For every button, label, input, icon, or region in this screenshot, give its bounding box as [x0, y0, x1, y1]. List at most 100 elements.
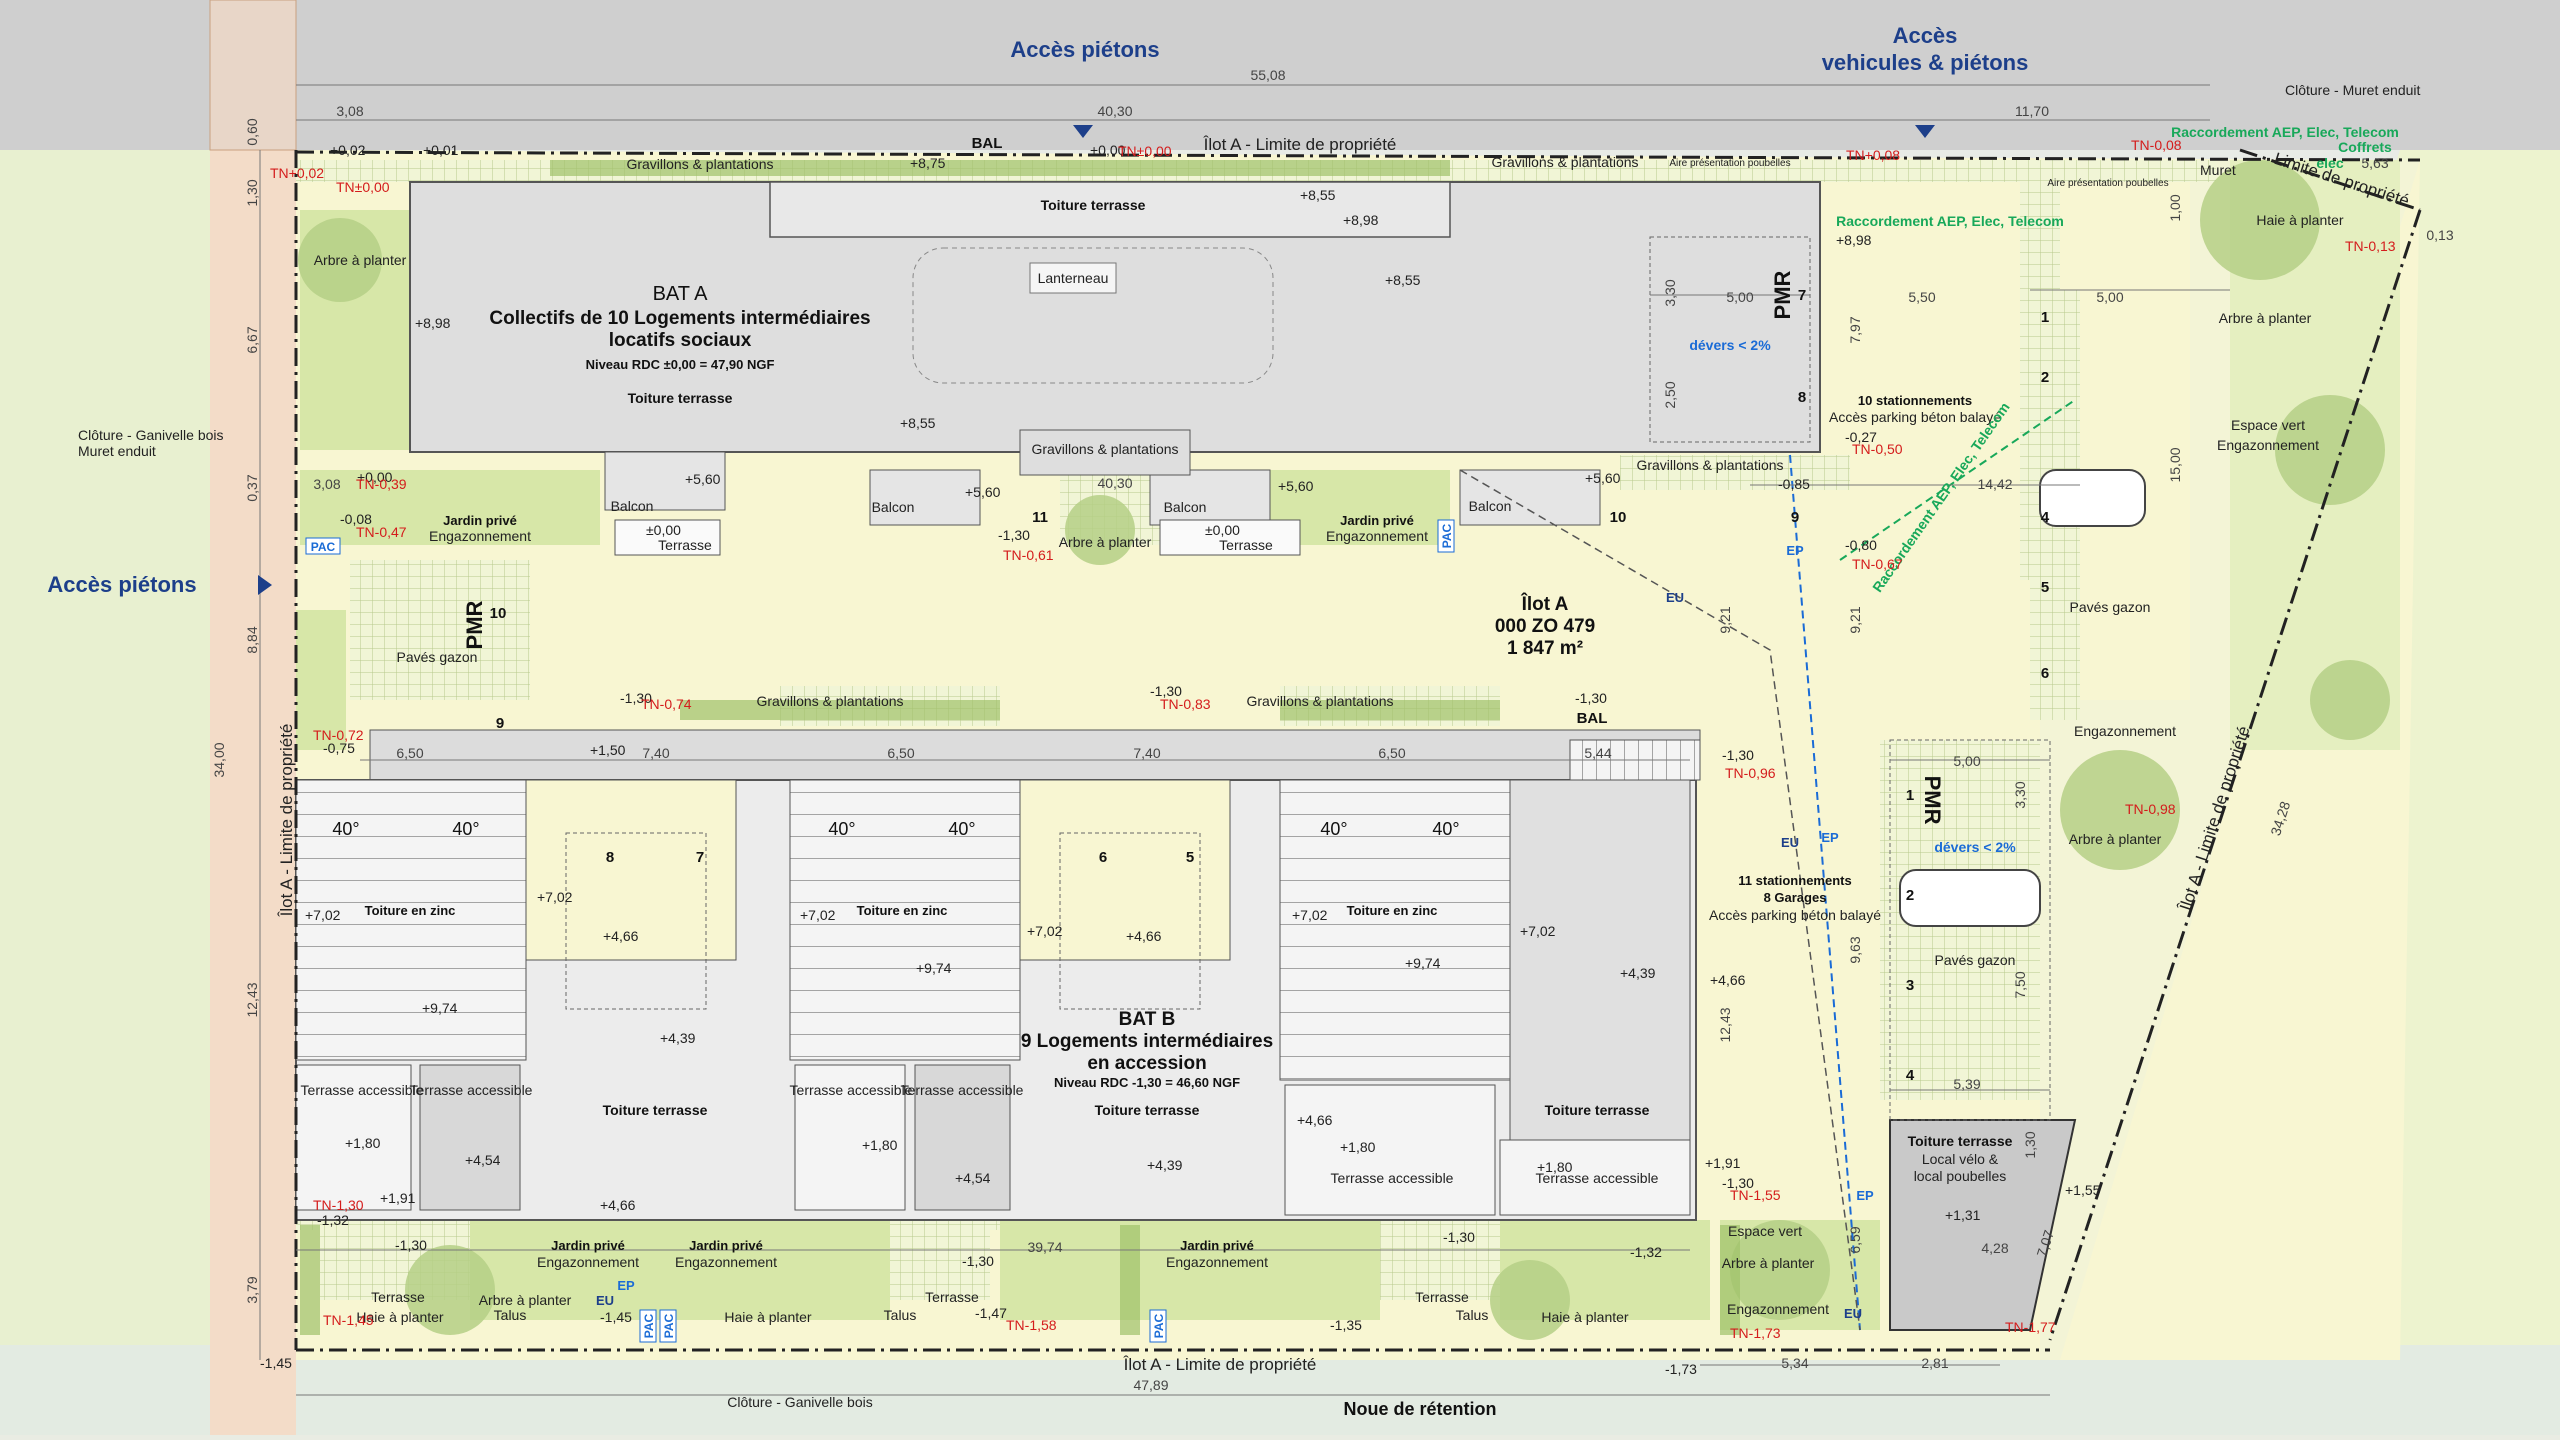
lvl-l46: +1,80 — [1340, 1139, 1376, 1155]
dim-p15: 5,34 — [1781, 1355, 1808, 1371]
lvl-l65: -0,75 — [323, 740, 355, 756]
terrasse-acc-4 — [914, 1064, 1011, 1211]
lvl-l6: +8,98 — [1343, 212, 1379, 228]
angle-3: 40° — [828, 819, 855, 839]
local-2: Local vélo & — [1922, 1151, 1999, 1167]
lvl-l30: +7,02 — [800, 907, 836, 923]
balcon-3-label: Balcon — [1164, 499, 1207, 515]
tn-4: TN+0,08 — [1846, 147, 1900, 163]
lvl-l28: +7,02 — [305, 907, 341, 923]
angle-1: 40° — [332, 819, 359, 839]
eu-3: EU — [1844, 1306, 1862, 1321]
dim-p5: 5,00 — [1953, 753, 1980, 769]
fence-bottom: Clôture - Ganivelle bois — [727, 1394, 873, 1410]
engazon-ne: Engazonnement — [2217, 437, 2319, 453]
accessible-2: Terrasse accessible — [410, 1082, 533, 1098]
lvl-l61: -1,45 — [260, 1355, 292, 1371]
angle-2: 40° — [452, 819, 479, 839]
num-10b: 10 — [490, 605, 507, 622]
dim-p20: 1,00 — [2167, 194, 2183, 221]
bat-b-line1: 9 Logements intermédiaires — [1021, 1031, 1273, 1052]
ep-2: EP — [1821, 830, 1839, 845]
lvl-l62: -1,73 — [1665, 1361, 1697, 1377]
engazon-a1: Engazonnement — [429, 528, 531, 544]
lvl-l42: +4,66 — [1710, 972, 1746, 988]
lvl-l21: -0,27 — [1845, 429, 1877, 445]
park10-2: Accès parking béton balayé — [1829, 409, 2001, 425]
pmr-c: PMR — [1920, 776, 1945, 825]
access-vehicle-top-2: vehicules & piétons — [1822, 50, 2029, 75]
unit-8: 8 — [606, 849, 614, 866]
ilot-name: Îlot A — [1521, 593, 1569, 615]
engazon-se: Engazonnement — [1727, 1301, 1829, 1317]
dim-p8: 2,50 — [1662, 381, 1678, 408]
tn-13: TN-0,83 — [1160, 696, 1211, 712]
lvl-l36: +9,74 — [422, 1000, 458, 1016]
access-pedestrian-left: Accès piétons — [47, 572, 196, 597]
unit-5: 5 — [1186, 849, 1194, 866]
lvl-l11: +5,60 — [685, 471, 721, 487]
num-9b: 9 — [496, 715, 504, 732]
lvl-l10: +8,55 — [900, 415, 936, 431]
num-7a: 7 — [1798, 287, 1806, 304]
lvl-l44: +1,80 — [345, 1135, 381, 1151]
boundary-right-line — [2048, 209, 2422, 1341]
pmr-box-b — [1889, 739, 2051, 1121]
dim-p29: 1,30 — [2022, 1131, 2038, 1158]
haie-1: Haie à planter — [2256, 212, 2344, 228]
dim-p26: 0,13 — [2426, 227, 2453, 243]
pmr-b: PMR — [462, 600, 487, 649]
lvl-l19: -0,08 — [340, 511, 372, 527]
dim-b2: 7,40 — [642, 745, 669, 761]
park11-1: 11 stationnements — [1738, 873, 1851, 888]
dim-top-a: 3,08 — [336, 103, 363, 119]
lvl-l52: +4,66 — [600, 1197, 636, 1213]
lvl-l45: +1,80 — [862, 1137, 898, 1153]
brick-wall — [209, 0, 297, 151]
espace-vert-ne: Espace vert — [2231, 417, 2305, 433]
lvl-l27: -1,30 — [1722, 747, 1754, 763]
lvl-l3: +8,75 — [910, 155, 946, 171]
elec-label: elec — [2316, 155, 2343, 171]
tn-20: TN-1,58 — [1006, 1317, 1057, 1333]
tn-11: TN-0,67 — [1852, 556, 1903, 572]
boundary-bottom-label: Îlot A - Limite de propriété — [1123, 1355, 1317, 1374]
bat-b-overhang — [369, 729, 1701, 781]
lvl-l14: +5,60 — [1585, 470, 1621, 486]
lvl-l48: +4,54 — [465, 1152, 501, 1168]
jardin-a1 — [300, 470, 600, 545]
dimension-lines — [259, 84, 2230, 1396]
balcon-3 — [1149, 469, 1271, 526]
lvl-l29: +7,02 — [537, 889, 573, 905]
terrasse-a1-label: Terrasse — [658, 537, 712, 553]
lvl-l16: ±0,00 — [1205, 522, 1240, 538]
terrasse-acc-1 — [295, 1064, 412, 1211]
num-2b: 2 — [1906, 887, 1914, 904]
dim-p24: 0,60 — [244, 118, 260, 145]
bat-b-patio-2 — [1019, 779, 1231, 961]
bat-b-roof-east — [1509, 779, 1691, 1141]
bat-b-title: BAT B — [1119, 1009, 1176, 1030]
balcon-2-label: Balcon — [872, 499, 915, 515]
gravillons-3: Gravillons & plantations — [1636, 457, 1783, 473]
tn-19: TN-1,45 — [323, 1312, 374, 1328]
dim-p2: 5,50 — [1908, 289, 1935, 305]
lvl-l64: +1,55 — [2065, 1182, 2101, 1198]
dim-left-2: 6,67 — [244, 326, 260, 353]
terrasse-b3 — [1380, 1220, 1500, 1300]
bal-bottom: BAL — [1577, 710, 1608, 727]
terrasse-a2-label: Terrasse — [1219, 537, 1273, 553]
arbre-3: Arbre à planter — [2219, 310, 2312, 326]
pac-2: PAC — [1440, 523, 1454, 548]
dim-left-4: 8,84 — [244, 626, 260, 653]
lvl-l34: +4,66 — [603, 928, 639, 944]
car-a — [2039, 469, 2146, 527]
arbre-1: Arbre à planter — [314, 252, 407, 268]
engazon-a2: Engazonnement — [1326, 528, 1428, 544]
num-1b: 1 — [1906, 787, 1914, 804]
angle-4: 40° — [948, 819, 975, 839]
park10-1: 10 stationnements — [1858, 393, 1972, 408]
bat-b-roof-3: Toiture terrasse — [1545, 1102, 1650, 1118]
arbre-6: Arbre à planter — [1722, 1255, 1815, 1271]
zinc-2: Toiture en zinc — [857, 903, 948, 918]
